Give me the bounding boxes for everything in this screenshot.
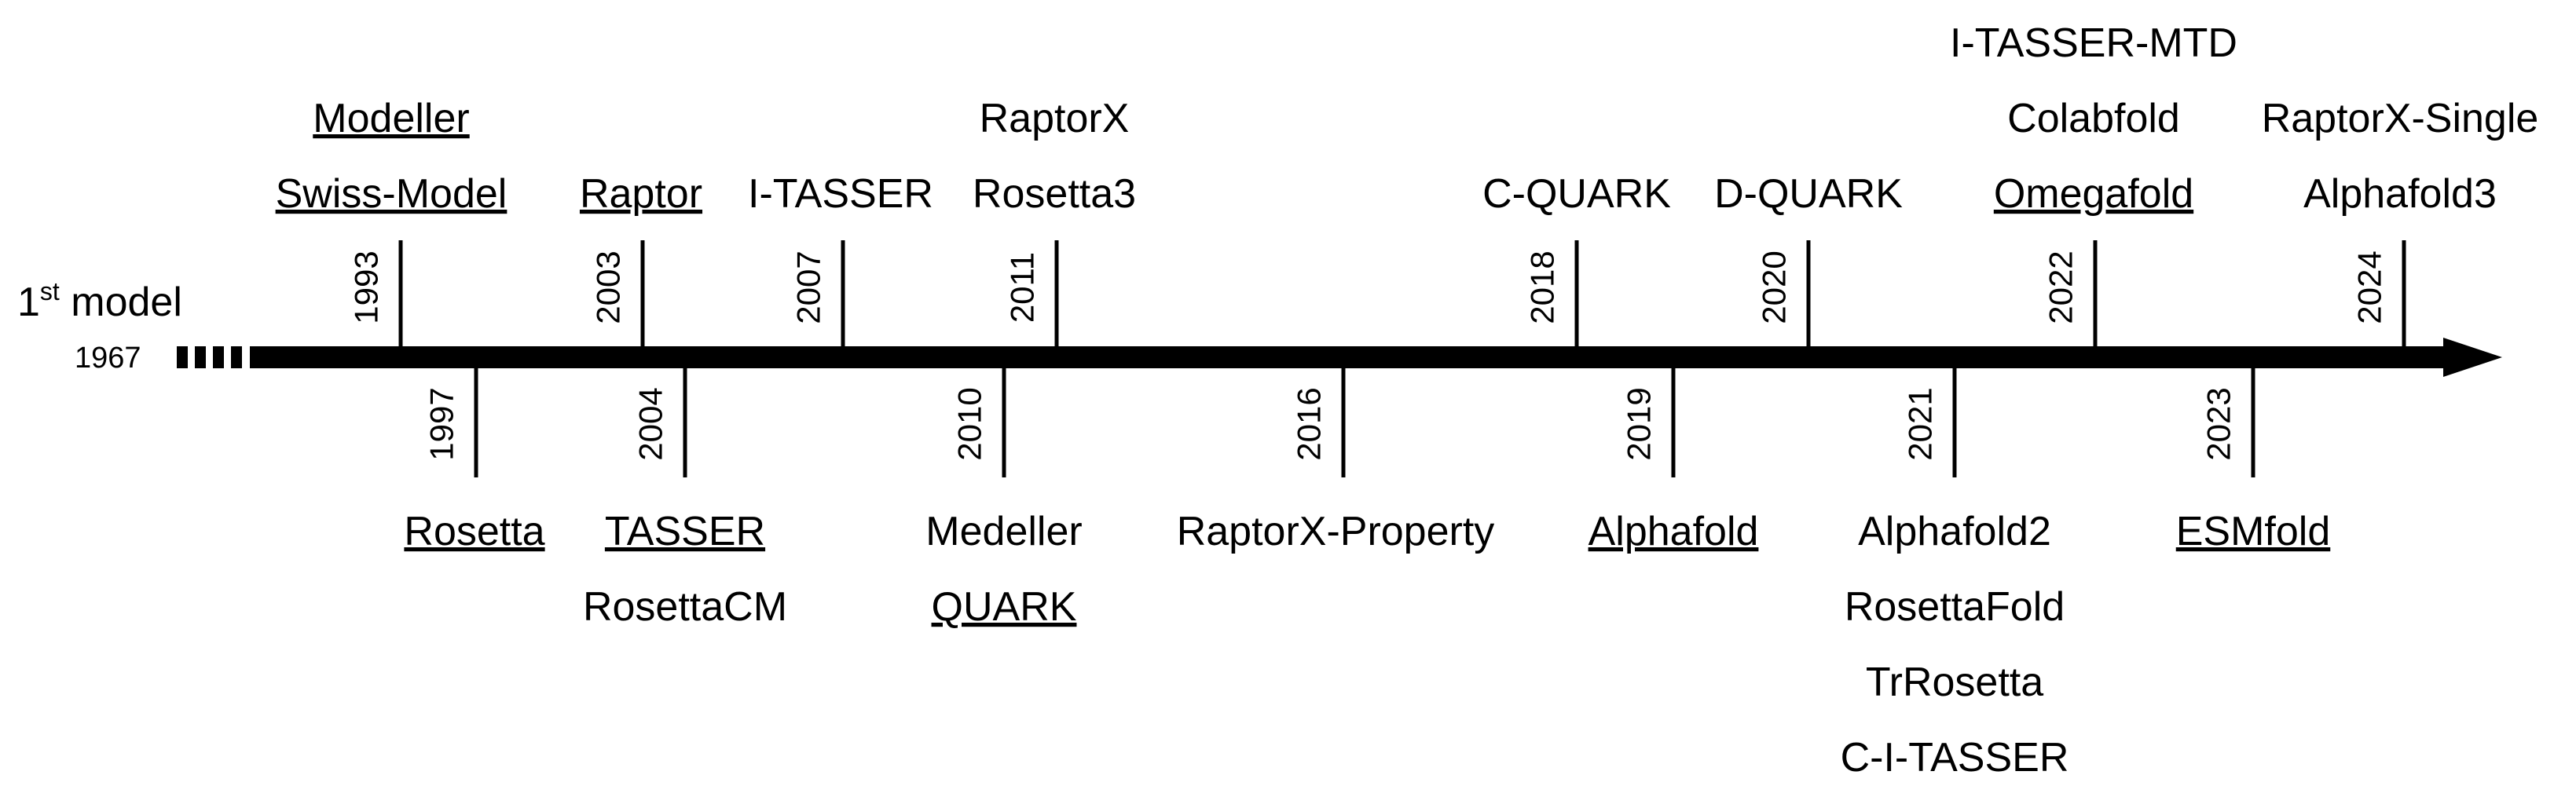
method-label-2010: QUARK — [932, 584, 1077, 630]
method-label-2007: I-TASSER — [748, 171, 933, 217]
method-label-2023: ESMfold — [2176, 509, 2331, 554]
axis-dashes — [177, 346, 242, 368]
year-label-2003: 2003 — [590, 250, 627, 324]
year-label-2022: 2022 — [2043, 250, 2079, 324]
method-label-1993: Swiss-Model — [276, 171, 508, 217]
method-label-2004: RosettaCM — [583, 584, 787, 630]
axis-dash — [213, 346, 224, 368]
method-label-2021: C-I-TASSER — [1841, 735, 2069, 781]
method-label-2018: C-QUARK — [1482, 171, 1671, 217]
method-label-2019: Alphafold — [1588, 509, 1759, 554]
method-label-2003: Raptor — [580, 171, 702, 217]
year-label-1997: 1997 — [423, 387, 460, 460]
year-label-1993: 1993 — [348, 250, 385, 324]
method-label-2011: RaptorX — [980, 96, 1130, 141]
year-label-2019: 2019 — [1621, 387, 1658, 460]
year-label-2023: 2023 — [2200, 387, 2237, 460]
year-label-2024: 2024 — [2351, 250, 2388, 324]
axis-dash — [177, 346, 188, 368]
method-label-2016: RaptorX-Property — [1177, 509, 1495, 554]
method-label-2022: I-TASSER-MTD — [1950, 20, 2237, 66]
axis-dash — [231, 346, 242, 368]
origin-label: 1st model — [17, 277, 182, 325]
method-label-2021: Alphafold2 — [1858, 509, 2051, 554]
method-label-2004: TASSER — [605, 509, 765, 554]
year-label-2021: 2021 — [1902, 387, 1939, 460]
method-label-2024: RaptorX-Single — [2262, 96, 2539, 141]
timeline-arrowhead — [2443, 338, 2502, 377]
year-label-2011: 2011 — [1004, 252, 1041, 323]
method-label-2021: RosettaFold — [1845, 584, 2065, 630]
year-label-2018: 2018 — [1524, 250, 1561, 324]
method-label-1997: Rosetta — [404, 509, 544, 554]
method-label-1993: Modeller — [313, 96, 469, 141]
origin-label-main: 1 — [17, 280, 40, 325]
year-label-2016: 2016 — [1291, 387, 1328, 460]
method-label-2022: Colabfold — [2007, 96, 2180, 141]
method-label-2010: Medeller — [925, 509, 1082, 554]
origin-year: 1967 — [75, 342, 141, 375]
origin-label-rest: model — [60, 280, 182, 325]
origin-label-sup: st — [40, 277, 60, 305]
method-label-2011: Rosetta3 — [973, 171, 1136, 217]
year-label-2020: 2020 — [1756, 250, 1793, 324]
year-label-2010: 2010 — [951, 387, 988, 460]
method-label-2022: Omegafold — [1994, 171, 2193, 217]
year-label-2007: 2007 — [790, 250, 827, 324]
method-label-2020: D-QUARK — [1714, 171, 1903, 217]
year-label-2004: 2004 — [632, 387, 669, 460]
method-label-2024: Alphafold3 — [2303, 171, 2497, 217]
method-label-2021: TrRosetta — [1866, 660, 2043, 705]
axis-dash — [195, 346, 206, 368]
timeline-axis — [250, 346, 2450, 368]
